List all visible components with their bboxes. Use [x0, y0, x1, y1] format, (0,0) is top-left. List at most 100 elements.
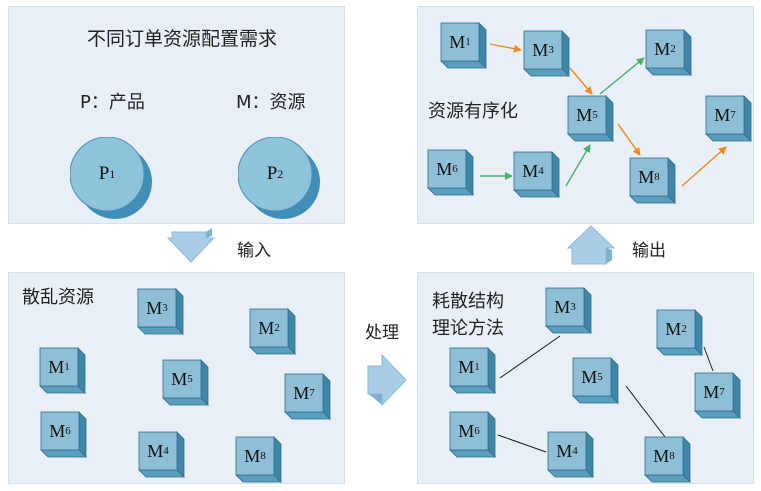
dissipative-method-title: 耗散结构理论方法 [432, 291, 504, 339]
cube-shape [645, 29, 692, 76]
cube-shape [440, 22, 487, 69]
cube-shape [644, 436, 691, 483]
resource-subscript: 1 [465, 36, 471, 48]
cube-shape [137, 288, 184, 335]
resource-subscript: 3 [162, 302, 168, 314]
resource-subscript: 5 [187, 373, 193, 385]
resource-letter: M [665, 318, 682, 339]
resource-subscript: 8 [669, 450, 675, 462]
output-label: 输出 [632, 241, 666, 261]
cube-shape [449, 347, 496, 394]
resource-subscript: 5 [592, 109, 598, 121]
resource-letter: M [556, 440, 573, 461]
scattered-resources-title: 散乱资源 [22, 287, 94, 308]
cube-shape [235, 436, 282, 483]
resource-letter: M [171, 368, 188, 389]
input-arrow-shade [206, 228, 212, 238]
resource-letter: M [449, 31, 466, 52]
resource-subscript: 2 [274, 322, 280, 334]
product-subscript: 1 [109, 166, 116, 181]
process-arrow [367, 353, 407, 407]
ordered-resources-title: 资源有序化 [428, 101, 518, 122]
resource-subscript: 6 [452, 163, 458, 175]
resource-subscript: 4 [538, 165, 544, 177]
cube-shape [567, 95, 614, 142]
product-letter: P [98, 163, 110, 184]
resource-letter: M [48, 356, 65, 377]
resource-letter: M [638, 166, 655, 187]
cube-shape [284, 373, 331, 420]
resource-subscript: 7 [730, 109, 736, 121]
resource-letter: M [458, 420, 475, 441]
resource-letter: M [703, 381, 720, 402]
cube-shape [656, 309, 703, 356]
resource-letter: M [146, 297, 163, 318]
resource-subscript: 1 [474, 361, 480, 373]
resource-letter: M [436, 158, 453, 179]
cube-shape [162, 359, 209, 406]
product-letter: P [266, 163, 278, 184]
resource-letter: M [258, 317, 275, 338]
resource-subscript: 7 [719, 386, 725, 398]
product-subscript: 2 [277, 166, 284, 181]
resource-letter: M [581, 366, 598, 387]
cube-shape [705, 95, 752, 142]
resource-letter: M [522, 160, 539, 181]
order-demand-title: 不同订单资源配置需求 [87, 28, 278, 50]
resource-letter: M [147, 440, 164, 461]
resource-subscript: 4 [163, 445, 169, 457]
cube-shape [138, 431, 185, 478]
cube-shape [572, 357, 619, 404]
resource-subscript: 6 [474, 425, 480, 437]
cube-shape [547, 431, 594, 478]
cube-shape [694, 372, 741, 419]
cube-shape [39, 347, 86, 394]
process-label: 处理 [365, 323, 399, 343]
resource-subscript: 2 [670, 43, 676, 55]
cube-shape [513, 151, 560, 198]
resource-letter: M [49, 420, 66, 441]
resource-letter: M [244, 445, 261, 466]
cube-shape [427, 149, 474, 196]
resource-subscript: 3 [570, 301, 576, 313]
input-label: 输入 [237, 241, 271, 261]
resource-letter: M [714, 104, 731, 125]
legend-resource: M：资源 [236, 92, 306, 113]
cube-shape [523, 30, 570, 77]
resource-letter: M [532, 39, 549, 60]
resource-subscript: 6 [65, 425, 71, 437]
resource-subscript: 2 [681, 323, 687, 335]
cube-shape [449, 411, 496, 458]
cube-shape [249, 308, 296, 355]
output-arrow [566, 225, 616, 265]
cube-shape [40, 411, 87, 458]
input-arrow [166, 231, 216, 263]
resource-letter: M [653, 445, 670, 466]
resource-subscript: 1 [64, 361, 70, 373]
resource-subscript: 4 [572, 445, 578, 457]
resource-subscript: 8 [654, 171, 660, 183]
resource-letter: M [554, 296, 571, 317]
